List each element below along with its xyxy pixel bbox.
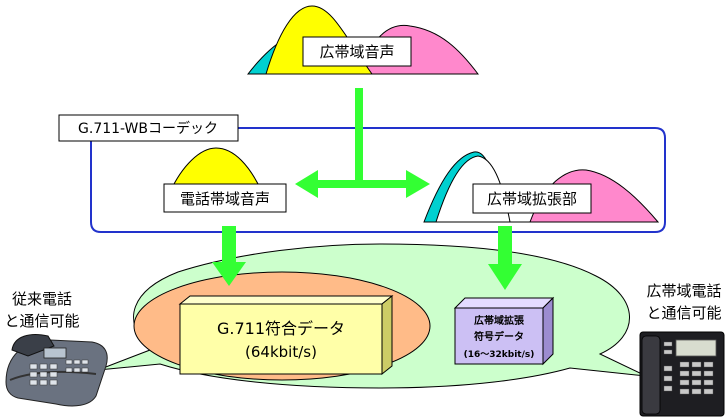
narrowband-label-box: 電話帯域音声 [163,183,287,213]
g711-line2: (64kbit/s) [245,343,317,361]
right-down-head [488,264,522,290]
g711-top-face [178,295,394,305]
right-phone-caption-1: 広帯域電話 [646,282,721,300]
narrowband-spectrum [169,147,263,193]
right-phone-caption-2: と通信可能 [646,304,721,322]
narrowband-label: 電話帯域音声 [180,190,270,208]
ext-line3: (16～32kbit/s) [464,350,535,360]
left-down-shaft [222,226,236,266]
vertical-feed [355,88,363,184]
g711-line1: G.711符合データ [217,319,345,338]
codec-label: G.711-WBコーデック [78,120,218,137]
wideband-label-box: 広帯域音声 [302,36,412,67]
right-down-shaft [498,226,512,268]
narrowband-yellow-hump [169,147,263,193]
left-phone-caption-2: と通信可能 [4,312,79,330]
codec-label-box: G.711-WBコーデック [58,114,239,142]
ext-front-face [454,307,544,365]
ext-side-face [542,296,554,366]
ext-top-face [453,297,555,309]
wideband-label: 広帯域音声 [319,43,394,61]
g711-data-block: G.711符合データ (64kbit/s) [178,294,394,376]
codec-outline [90,127,666,233]
arrow-left-head [295,170,318,198]
ext-line1: 広帯域拡張 [474,314,525,327]
left-phone-caption-1: 従来電話 [12,290,72,308]
left-down-head [212,262,246,286]
g711-side-face [381,294,393,376]
g711-front-face [179,303,383,375]
down-arrows [212,226,522,290]
horizontal-bar [314,180,408,188]
extension-label-box: 広帯域拡張部 [472,183,592,214]
arrow-right-head [406,170,430,198]
extension-data-block: 広帯域拡張 符号データ (16～32kbit/s) [453,296,555,366]
extension-label: 広帯域拡張部 [487,190,577,208]
split-arrows [295,88,430,198]
ext-line2: 符号データ [474,330,524,343]
legacy-phone-image [5,334,108,407]
wideband-phone-image [639,331,725,417]
